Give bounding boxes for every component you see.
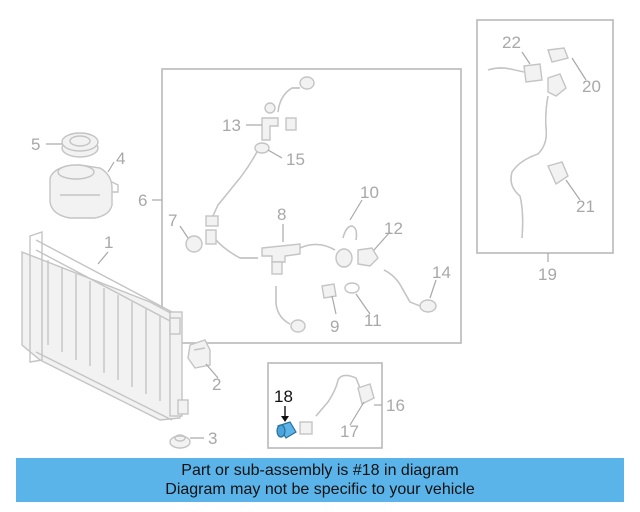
bracket-part [187,339,211,369]
expansion-tank-part [49,164,119,219]
callout-11: 11 [364,311,382,330]
callout-2: 2 [212,375,221,394]
callout-9: 9 [330,317,339,336]
group-box-6 [161,68,462,344]
cap-part [61,132,99,158]
callout-6: 6 [138,191,147,210]
callout-22: 22 [502,33,521,52]
leader-18 [281,406,289,422]
callout-20: 20 [582,77,601,96]
callout-15: 15 [286,150,305,169]
callout-10: 10 [360,183,379,202]
callout-14: 14 [432,263,451,282]
callout-17: 17 [340,422,359,441]
callout-18: 18 [274,387,293,406]
mount-part [169,434,191,449]
callout-19: 19 [538,265,557,284]
info-banner: Part or sub-assembly is #18 in diagram D… [16,458,624,502]
callout-21: 21 [576,197,595,216]
hose-17-part [299,374,375,435]
radiator-part [21,231,189,421]
banner-line-1: Part or sub-assembly is #18 in diagram [181,462,459,479]
callout-16: 16 [386,396,405,415]
callout-7: 7 [168,211,177,230]
callout-12: 12 [384,219,403,238]
banner-line-2: Diagram may not be specific to your vehi… [165,481,475,498]
leader-lines [46,51,587,439]
hose-group-19 [487,47,569,239]
callout-4: 4 [116,149,125,168]
callout-8: 8 [277,205,286,224]
callout-5: 5 [31,135,40,154]
group-box-19 [476,19,614,254]
callout-1: 1 [104,233,113,252]
hose-group-6 [185,76,437,333]
callout-3: 3 [208,429,217,448]
callout-13: 13 [222,116,241,135]
part-18-highlighted [276,421,297,439]
